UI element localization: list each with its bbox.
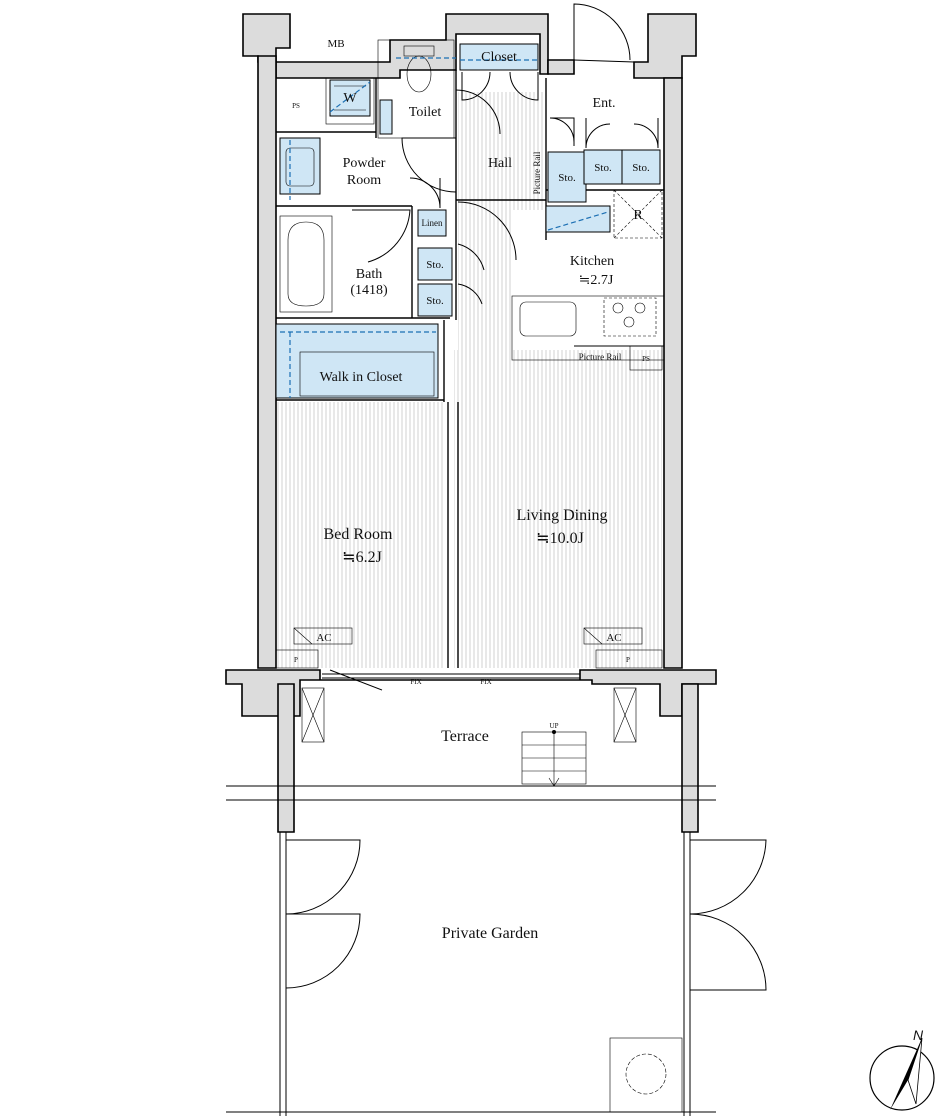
terrace-label: Terrace <box>441 728 489 745</box>
garden-gate-right-1[interactable] <box>689 839 767 915</box>
fix-label-1: FIX <box>410 678 421 686</box>
tree-icon <box>625 1053 667 1095</box>
ps-kitchen <box>629 345 663 371</box>
living-area-label: ≒10.0J <box>536 530 584 547</box>
toilet-bowl <box>406 55 432 93</box>
ps-top-label: PS <box>292 102 300 110</box>
storage-bath-2 <box>417 283 453 317</box>
kitchen-counter <box>511 295 665 361</box>
bathtub <box>279 215 333 313</box>
storage-hall <box>547 151 587 203</box>
linen-label: Linen <box>422 218 443 228</box>
powder-label-2: Room <box>347 173 381 188</box>
hall-floor <box>458 92 544 210</box>
bathtub-basin <box>287 221 325 307</box>
fix-label-2: FIX <box>480 678 491 686</box>
terrace-vents <box>301 687 637 743</box>
storage-bath-1 <box>417 247 453 281</box>
toilet-label: Toilet <box>409 105 442 120</box>
walk-in-closet <box>275 323 439 399</box>
mb-label: MB <box>327 38 344 50</box>
pipe-living <box>595 649 663 669</box>
svg-text:P: P <box>626 656 630 664</box>
svg-text:Sto.: Sto. <box>426 259 444 271</box>
compass-circle <box>869 1045 935 1111</box>
living-floor <box>454 350 662 668</box>
fridge-label: R <box>633 208 643 223</box>
ac-bedroom <box>293 627 353 645</box>
svg-text:P: P <box>294 656 298 664</box>
tree-box <box>609 1037 683 1113</box>
garden-gate-left-2[interactable] <box>285 913 361 989</box>
svg-text:Sto.: Sto. <box>594 162 612 174</box>
toilet-counter <box>379 99 393 135</box>
hall-label: Hall <box>488 156 512 171</box>
svg-text:AC: AC <box>316 632 331 644</box>
powder-label-1: Powder <box>343 156 386 171</box>
picture-rail-kitchen-label: Picture Rail <box>579 352 622 362</box>
entrance-door[interactable] <box>573 3 631 61</box>
kitchen-sink <box>519 301 577 337</box>
storage-entrance-1 <box>583 149 623 185</box>
entrance-storage: Sto. Sto. Sto. <box>547 149 661 203</box>
closet-label: Closet <box>481 50 517 65</box>
fridge-space <box>613 189 663 239</box>
garden-gate-left-1[interactable] <box>285 839 361 915</box>
ps-kitchen-label: PS <box>642 355 650 363</box>
closet <box>459 43 539 71</box>
entrance-label: Ent. <box>593 96 616 111</box>
stairs <box>521 730 587 787</box>
washer-label: W <box>343 91 357 106</box>
stairs-up-label: UP <box>550 722 559 730</box>
garden-label: Private Garden <box>442 925 538 942</box>
storage-entrance-2 <box>621 149 661 185</box>
picture-rail-hall-label: Picture Rail <box>532 151 542 194</box>
cooktop <box>603 297 657 337</box>
compass: N <box>869 1027 935 1111</box>
compass-arrow-icon <box>890 1038 922 1110</box>
svg-text:Sto.: Sto. <box>632 162 650 174</box>
kitchen-area-label: ≒2.7J <box>579 273 614 288</box>
svg-text:Sto.: Sto. <box>558 172 576 184</box>
living-label: Living Dining <box>516 507 607 524</box>
garden-gate-right-2[interactable] <box>689 913 767 991</box>
kitchen-storage <box>545 205 611 233</box>
pipe-bedroom <box>275 649 319 669</box>
garden-fence <box>226 832 716 1116</box>
compass-north-label: N <box>913 1027 924 1043</box>
svg-text:Sto.: Sto. <box>426 295 444 307</box>
walk-in-closet-label: Walk in Closet <box>320 370 403 385</box>
bedroom-area-label: ≒6.2J <box>342 549 382 566</box>
bath-label: Bath <box>356 267 382 282</box>
bedroom-label: Bed Room <box>324 526 393 543</box>
bath-size-label: (1418) <box>350 283 388 298</box>
ac-living <box>583 627 643 645</box>
linen-cabinet <box>417 209 447 237</box>
kitchen-label: Kitchen <box>570 254 614 269</box>
svg-text:AC: AC <box>606 632 621 644</box>
washer-space <box>325 77 375 125</box>
bedroom-floor <box>276 402 444 668</box>
hall-floor-2 <box>458 210 512 350</box>
burner-icons <box>612 302 646 328</box>
